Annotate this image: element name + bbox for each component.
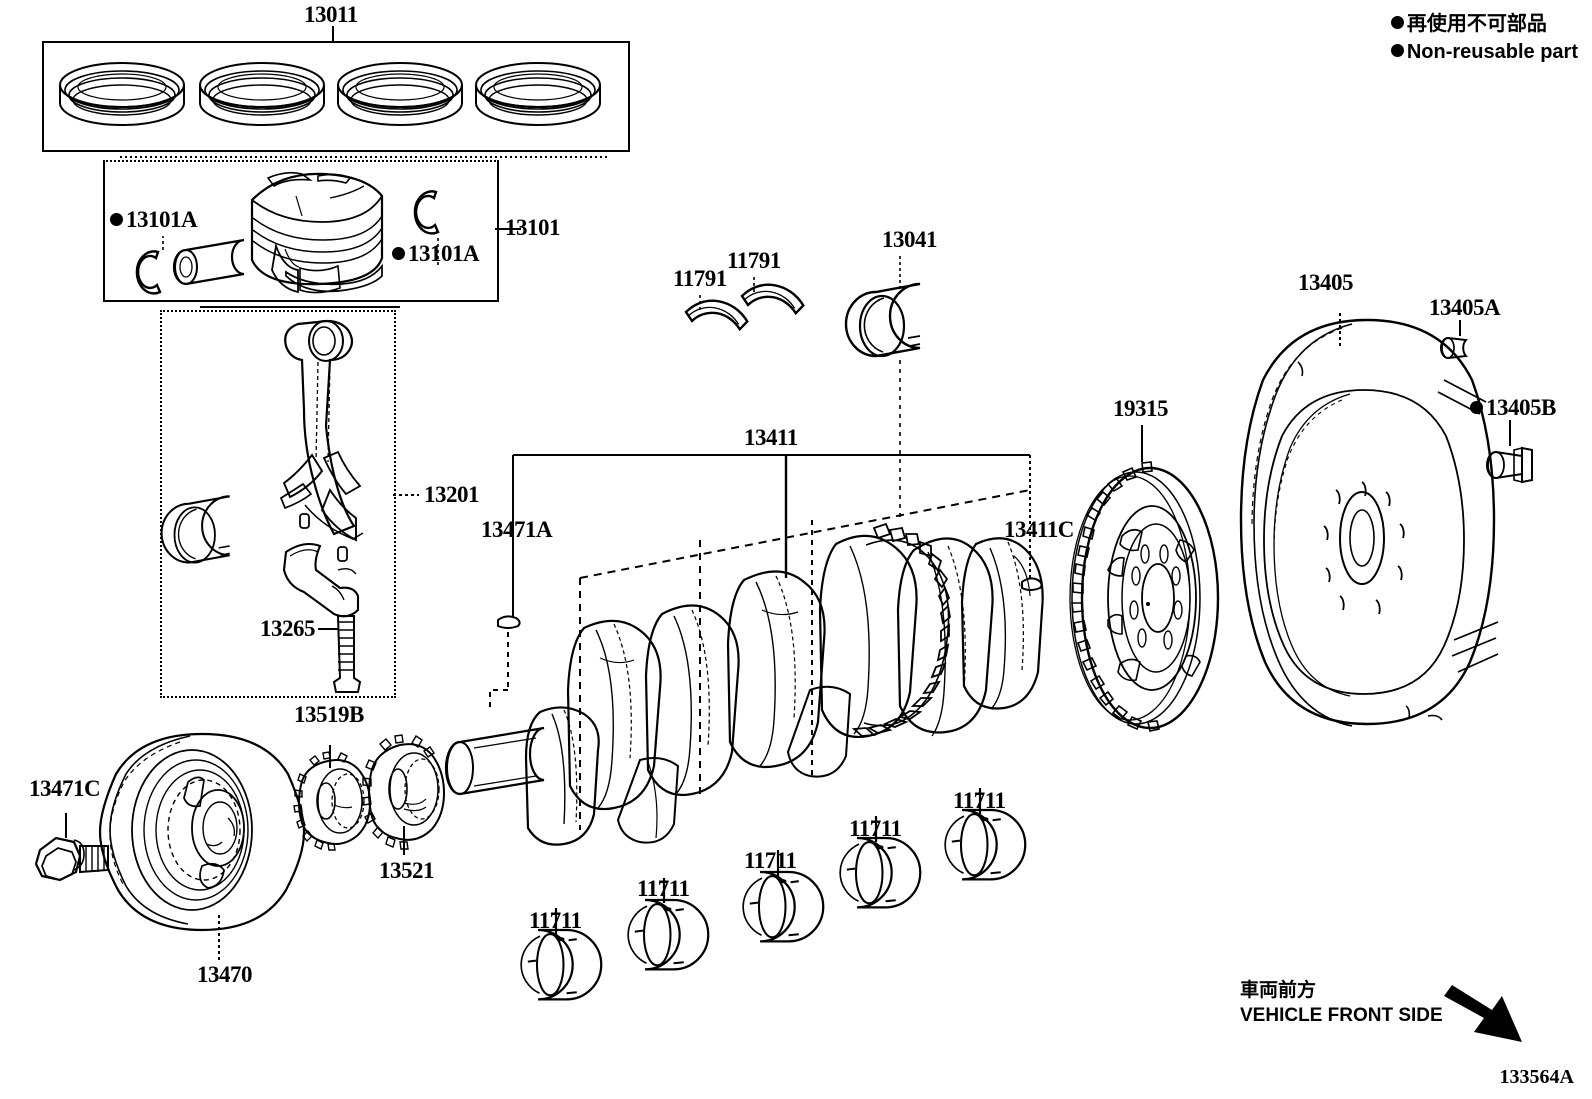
label-13411C: 13411C — [1004, 517, 1074, 542]
oil-pump-gear-illustration — [293, 751, 372, 851]
piston-ring-illustration — [59, 62, 601, 126]
nonreusable-dot-icon — [1390, 44, 1404, 58]
pulley-bolt-icon — [34, 836, 109, 882]
label-11711-3: 11711 — [744, 848, 797, 873]
flywheel-illustration — [1239, 318, 1499, 727]
label-13405B: 13405B — [1470, 395, 1556, 421]
front-marker-en: VEHICLE FRONT SIDE — [1240, 1005, 1443, 1026]
group-box-piston — [103, 160, 499, 302]
group-box-connecting-rod — [160, 310, 396, 698]
crank-key-rear-icon — [1021, 577, 1043, 591]
label-13201: 13201 — [424, 482, 480, 507]
label-13041: 13041 — [882, 227, 938, 252]
legend: 再使用不可部品 Non-reusable part — [1390, 10, 1578, 66]
flywheel-pin-icon — [1440, 336, 1469, 360]
crank-pulley-illustration — [98, 732, 306, 932]
diagram-id: 133564A — [1499, 1066, 1574, 1088]
label-11791-right: 11791 — [727, 248, 781, 273]
drive-plate-illustration — [1069, 461, 1220, 732]
legend-row-jp: 再使用不可部品 — [1390, 10, 1578, 38]
nonreusable-dot-icon — [110, 213, 123, 227]
group-box-piston-rings — [42, 41, 630, 152]
piston-illustration — [135, 171, 440, 295]
label-13265: 13265 — [260, 616, 316, 641]
label-13471A: 13471A — [481, 517, 553, 542]
label-11791-left: 11791 — [673, 266, 727, 291]
label-13471C: 13471C — [29, 776, 101, 801]
vehicle-front-side-marker: 車両前方 VEHICLE FRONT SIDE — [1240, 978, 1443, 1028]
legend-text-jp: 再使用不可部品 — [1406, 13, 1547, 35]
label-13101A-left: 13101A — [110, 207, 198, 233]
front-direction-arrow-icon — [1444, 985, 1522, 1042]
label-11711-4: 11711 — [849, 816, 902, 841]
nonreusable-dot-icon — [1390, 16, 1404, 30]
flywheel-bolt-icon — [1486, 446, 1533, 484]
crank-sprocket-illustration — [361, 734, 446, 850]
legend-row-en: Non-reusable part — [1390, 38, 1578, 66]
crank-key-front-icon — [497, 615, 521, 629]
crankshaft-illustration — [444, 522, 1044, 846]
main-bearings-illustration — [520, 808, 1027, 1001]
label-13521: 13521 — [379, 858, 435, 883]
label-13101A-right: 13101A — [392, 241, 480, 267]
nonreusable-dot-icon — [1470, 401, 1483, 415]
front-marker-jp: 車両前方 — [1240, 980, 1317, 1001]
label-13405A: 13405A — [1429, 295, 1501, 320]
conrod-bearing-illustration — [844, 282, 921, 358]
label-13519B: 13519B — [294, 702, 364, 727]
label-13411: 13411 — [744, 425, 798, 450]
label-13011: 13011 — [304, 2, 358, 27]
label-19315: 19315 — [1113, 396, 1169, 421]
label-13405: 13405 — [1298, 270, 1354, 295]
guide-crank-diag — [579, 489, 1031, 579]
guide-13471A-2 — [489, 689, 508, 710]
label-13101: 13101 — [505, 215, 561, 240]
nonreusable-dot-icon — [392, 247, 405, 261]
legend-text-en: Non-reusable part — [1406, 41, 1578, 63]
label-11711-2: 11711 — [637, 876, 690, 901]
label-13470: 13470 — [197, 962, 253, 987]
connecting-rod-illustration — [160, 319, 364, 693]
label-11711-5: 11711 — [953, 788, 1006, 813]
label-11711-1: 11711 — [529, 908, 582, 933]
